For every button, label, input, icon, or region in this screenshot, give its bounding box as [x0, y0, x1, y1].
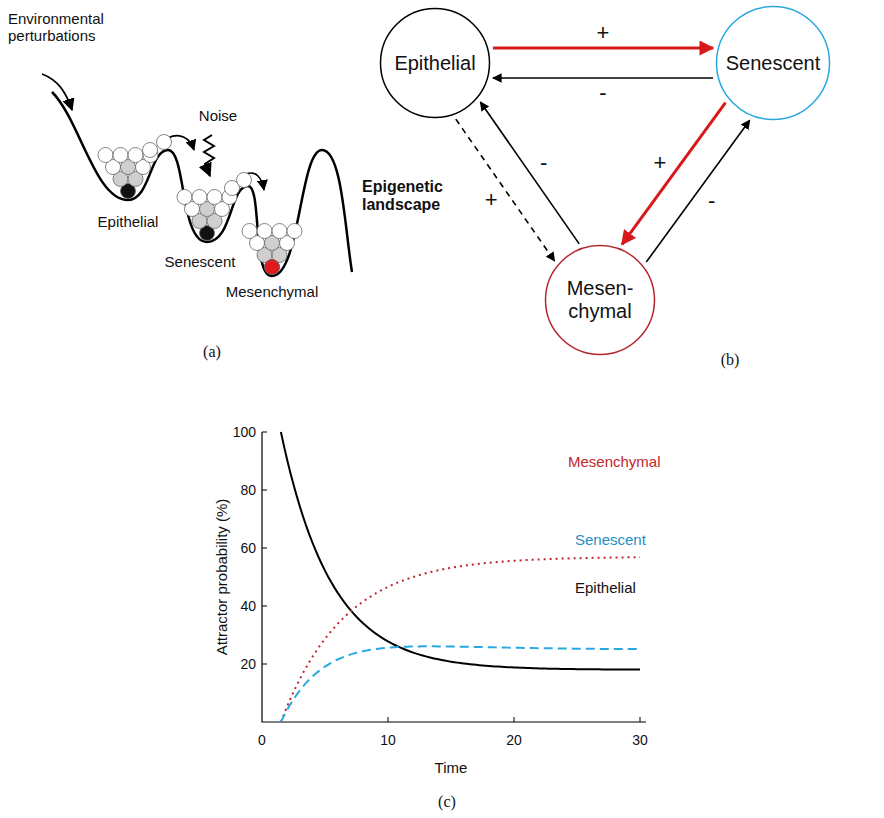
tick-label: 100 [233, 424, 256, 440]
edge-sign: - [597, 82, 608, 104]
tick-label: 80 [240, 482, 256, 498]
state-name: Mesen- chymal [560, 277, 640, 323]
edge-sign: - [538, 152, 549, 174]
tick [640, 717, 641, 722]
tick-label: 20 [506, 732, 522, 748]
panel-label: (a) [203, 343, 221, 361]
cell-ball [265, 260, 280, 275]
perturbation-arrow [42, 74, 72, 110]
annotation: Environmental perturbations [8, 10, 148, 45]
panel-label: (c) [438, 793, 456, 811]
axes [262, 432, 646, 722]
transition-arrow [168, 136, 194, 150]
tick [262, 606, 267, 607]
cell-ball [272, 224, 287, 239]
regulation-arrow [456, 119, 555, 261]
series-label: Epithelial [575, 579, 636, 596]
cell-ball [287, 224, 302, 239]
edge-sign: + [652, 152, 669, 174]
line-chart [262, 432, 646, 722]
cell-ball [242, 224, 257, 239]
state-label: Senescent [165, 253, 236, 270]
state-circle: Epithelial [379, 7, 491, 119]
regulation-arrow [493, 77, 713, 79]
landscape-title: Epigenetic landscape [362, 178, 472, 215]
cell-ball [128, 148, 143, 163]
cell-balls [98, 135, 302, 275]
state-circle: Mesen- chymal [544, 244, 656, 356]
regulation-arrow [480, 102, 579, 244]
series-label: Mesenchymal [568, 453, 661, 470]
state-name: Senescent [726, 52, 821, 75]
edge-sign: - [706, 190, 717, 212]
state-label: Mesenchymal [226, 283, 319, 300]
state-circle: Senescent [715, 5, 831, 121]
cell-ball [98, 148, 113, 163]
landscape-curve [52, 92, 352, 276]
cell-ball [177, 190, 192, 205]
tick-label: 40 [240, 598, 256, 614]
cell-ball [192, 190, 207, 205]
panel-label: (b) [721, 351, 740, 369]
state-label: Epithelial [98, 213, 159, 230]
cell-ball [207, 190, 222, 205]
tick-label: 10 [380, 732, 396, 748]
cell-ball [237, 173, 252, 188]
tick-label: 20 [240, 656, 256, 672]
regulation-arrow [646, 120, 749, 262]
regulation-arrow [493, 47, 713, 50]
tick [262, 548, 267, 549]
tick [262, 490, 267, 491]
cell-ball [113, 148, 128, 163]
state-name: Epithelial [394, 52, 475, 75]
tick [514, 717, 515, 722]
edge-sign: + [595, 22, 612, 44]
series-label: Senescent [575, 531, 646, 548]
cell-ball [257, 224, 272, 239]
axis-title: Time [435, 759, 468, 776]
tick [388, 717, 389, 722]
mesenchymal-ball [265, 260, 280, 275]
senescent-curve [281, 646, 640, 722]
tick [262, 432, 267, 433]
tick [262, 664, 267, 665]
noise-squiggle [204, 135, 214, 176]
mesenchymal-curve [281, 557, 640, 722]
cell-ball [157, 135, 172, 150]
cell-ball [143, 143, 158, 158]
annotation: Noise [199, 107, 237, 124]
tick-label: 60 [240, 540, 256, 556]
tick-label: 30 [632, 732, 648, 748]
axis-title: Attractor probability (%) [213, 499, 230, 656]
tick-label: 0 [258, 732, 266, 748]
edge-sign: + [483, 189, 500, 211]
